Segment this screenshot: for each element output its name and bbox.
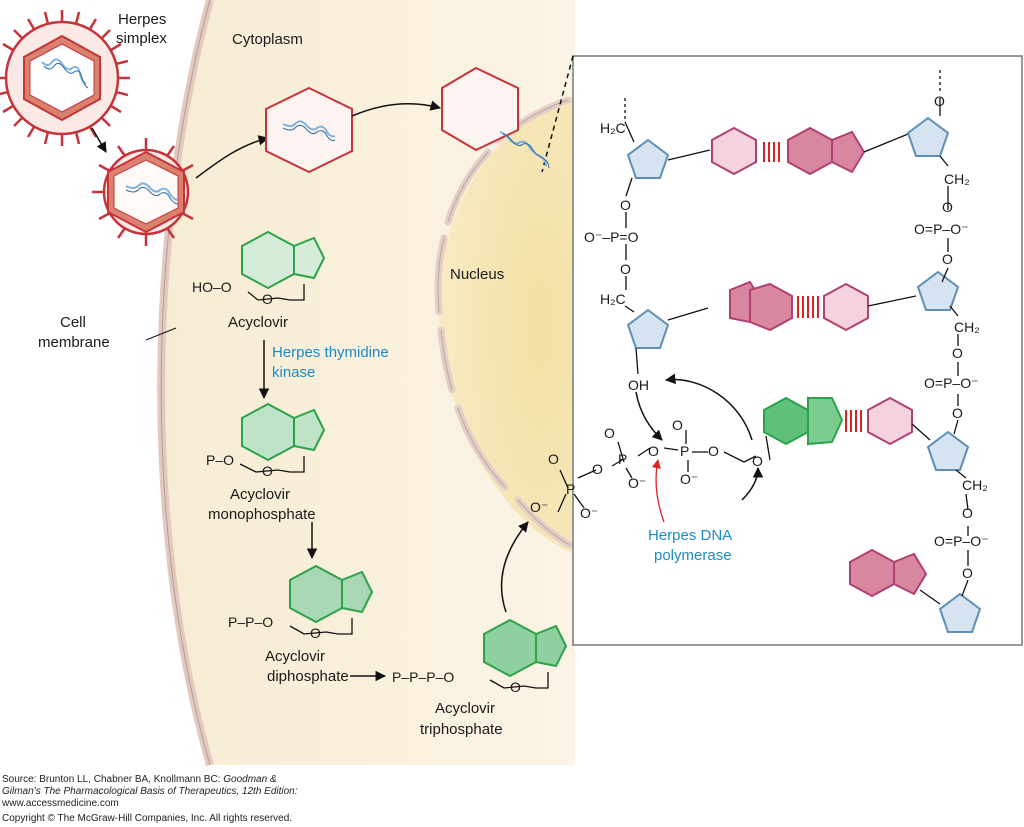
acyclovir-label: Acyclovir [228,314,288,331]
acyclovir-monophosphate-structure [239,402,326,473]
ch2-right-1-text: CH₂ [944,171,970,187]
acyclovir-triphosphate-structure [483,618,568,689]
h2c-top-text: H₂C [600,120,626,136]
nucleus-label: Nucleus [450,266,504,283]
herpes-simplex-label-2: simplex [116,30,167,47]
o-left-2-text: O [620,261,631,277]
tp-p-1-text: P [566,481,575,497]
dna-polymerase-label-2: polymerase [654,547,732,564]
tp-o-1-text: O [548,451,559,467]
triphosphate-label-1: Acyclovir [435,700,495,717]
tp-ominus-2-text: O⁻ [580,505,598,521]
diphosphate-pp-o-text: P–P–O [228,614,273,630]
copyright-notice: Copyright © The McGraw-Hill Companies, I… [2,813,293,824]
o-left-1-text: O [620,197,631,213]
acyclovir-diphosphate-structure [289,564,374,635]
acyclovir-structure [241,230,326,301]
triphosphate-ppp-o-text: P–P–P–O [392,669,454,685]
herpes-virus-2 [92,138,194,246]
tp-o-3-text: O [604,425,615,441]
tp-o-7-text: O [752,453,763,469]
source-citation-line-1: Source: Brunton LL, Chabner BA, Knollman… [2,774,277,785]
diphosphate-o-text: O [310,625,321,641]
monophosphate-label-1: Acyclovir [230,486,290,503]
thymidine-kinase-label-1: Herpes thymidine [272,344,389,361]
herpes-simplex-label-1: Herpes [118,11,166,28]
tp-p-3-text: P [680,443,689,459]
triphosphate-o-text: O [510,679,521,695]
cytoplasm-label: Cytoplasm [232,31,303,48]
triphosphate-chain-inset [557,430,757,513]
o-right-3-text: O [952,345,963,361]
dna-strand-diagram [624,70,982,633]
o-right-2-text: O [942,251,953,267]
ch2-right-2-text: CH₂ [954,319,980,335]
phosphate-left-text: O⁻–P=O [584,229,639,245]
tp-o-5-text: O [672,417,683,433]
tp-ominus-3-text: O⁻ [628,475,646,491]
phosphate-right-2-text: O=P–O⁻ [924,375,978,391]
monophosphate-label-2: monophosphate [208,506,316,523]
o-right-5-text: O [962,505,973,521]
monophosphate-o-text: O [262,463,273,479]
thymidine-kinase-label-2: kinase [272,364,315,381]
tp-ominus-1-text: O⁻ [530,499,548,515]
o-right-4-text: O [952,405,963,421]
phosphate-right-1-text: O=P–O⁻ [914,221,968,237]
viral-capsid-nuclear-pore [441,66,550,169]
tp-ominus-4-text: O⁻ [680,471,698,487]
o-right-1-text: O [942,199,953,215]
monophosphate-p-o-text: P–O [206,452,234,468]
cell-membrane-label-2: membrane [38,334,110,351]
tp-o-4-text: O [648,443,659,459]
acyclovir-ho-o-text: HO–O [192,279,232,295]
o-right-top-text: O [934,93,945,109]
o-right-6-text: O [962,565,973,581]
source-citation-line-2: Gilman’s The Pharmacological Basis of Th… [2,786,298,797]
ch2-right-3-text: CH₂ [962,477,988,493]
diphosphate-label-1: Acyclovir [265,648,325,665]
cell-membrane-label-1: Cell [60,314,86,331]
phosphate-right-3-text: O=P–O⁻ [934,533,988,549]
diphosphate-label-2: diphosphate [267,668,349,685]
acyclovir-o-text: O [262,291,273,307]
triphosphate-label-2: triphosphate [420,721,503,738]
viral-capsid-cytoplasm [265,86,353,174]
source-url: www.accessmedicine.com [2,798,119,809]
herpes-virus-1 [0,10,130,146]
oh-text: OH [628,377,649,393]
tp-o-2-text: O [592,461,603,477]
h2c-mid-text: H₂C [600,291,626,307]
tp-p-2-text: P [618,451,627,467]
dna-polymerase-label-1: Herpes DNA [648,527,732,544]
tp-o-6-text: O [708,443,719,459]
